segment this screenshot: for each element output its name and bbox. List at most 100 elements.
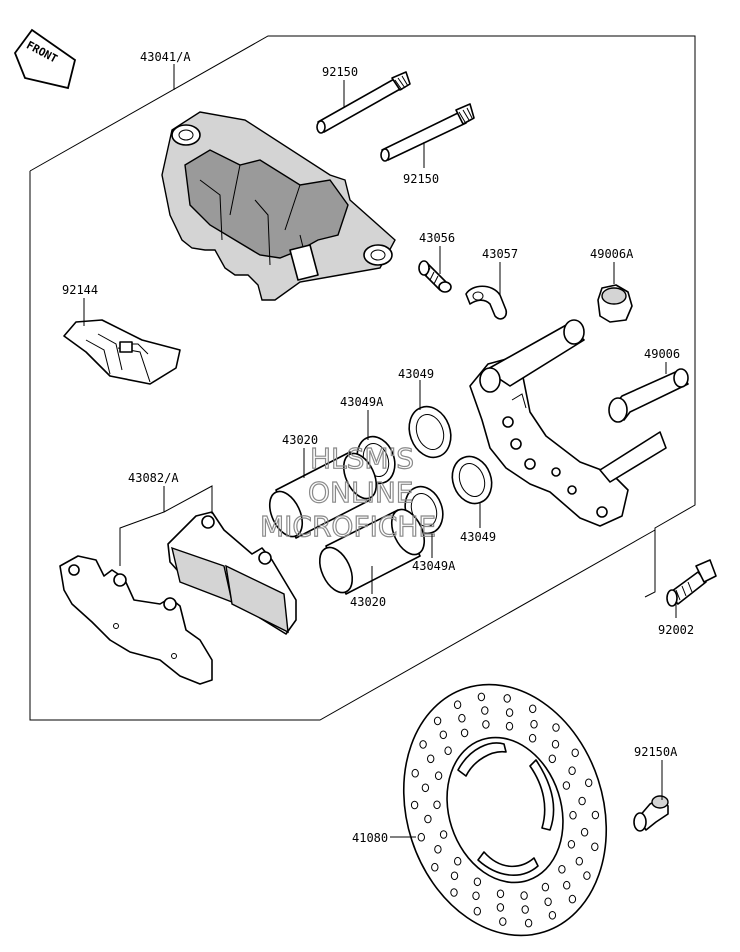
disc-hole — [548, 911, 557, 920]
disc-hole — [568, 766, 576, 776]
disc-hole — [567, 840, 576, 849]
disc-hole — [541, 882, 550, 892]
disc-hole — [548, 754, 556, 764]
disc-hole — [477, 692, 486, 702]
disc-hole — [431, 862, 439, 872]
callout-92150-upper: 92150 — [322, 65, 358, 79]
assembly-frame-lower — [29, 171, 656, 721]
disc-hole — [578, 796, 586, 806]
disc-hole — [473, 906, 481, 916]
disc-hole — [434, 845, 442, 854]
caliper-bracket — [469, 319, 667, 527]
disc-hole — [410, 800, 419, 810]
disc-hole — [521, 905, 529, 914]
disc-hole — [482, 720, 490, 729]
disc-hole — [421, 783, 430, 793]
callout-43057: 43057 — [482, 247, 518, 261]
disc-hole — [591, 810, 600, 820]
pin-lower — [380, 103, 475, 162]
disc-hole — [439, 830, 448, 839]
callout-43049a-lower: 43049A — [412, 559, 456, 573]
disc-hole — [568, 894, 577, 904]
disc-hole — [544, 897, 552, 907]
disc-hole — [505, 708, 514, 717]
disc-hole — [434, 771, 443, 781]
disc-hole — [417, 832, 425, 842]
callout-43020-lower: 43020 — [350, 595, 386, 609]
disc-hole — [562, 781, 571, 790]
bleeder-valve — [418, 260, 452, 293]
callout-41080: 41080 — [352, 831, 388, 845]
disc-hole — [530, 719, 538, 729]
assembly-frame — [29, 35, 696, 598]
piston-upper — [268, 451, 378, 539]
disc-hole — [529, 704, 537, 714]
callout-92150a: 92150A — [634, 745, 678, 759]
brake-disc — [402, 683, 608, 937]
disc-hole — [499, 917, 507, 926]
bushing-a — [597, 284, 633, 323]
disc-hole — [520, 891, 528, 900]
watermark-line1: HLSM'S — [310, 442, 414, 475]
brake-pad-outer — [59, 555, 213, 685]
disc-hole — [580, 827, 589, 837]
seal-43049-lower — [451, 455, 493, 505]
piston-lower — [318, 508, 426, 595]
seal-43049 — [408, 405, 452, 459]
disc-hole — [472, 891, 480, 901]
disc-hole — [424, 814, 432, 824]
callout-43020-upper: 43020 — [282, 433, 318, 447]
disc-hole — [591, 842, 599, 852]
front-arrow-icon: FRONT — [13, 28, 77, 90]
disc-hole — [450, 871, 459, 881]
bleeder-cap — [465, 285, 508, 320]
disc-hole — [473, 877, 482, 887]
disc-hole — [453, 700, 462, 710]
disc-hole — [433, 800, 441, 810]
disc-hole — [450, 888, 458, 897]
disc-hole — [585, 778, 593, 788]
disc-hole — [551, 739, 560, 749]
disc-hole — [439, 730, 447, 740]
callout-92002: 92002 — [658, 623, 694, 637]
disc-hole — [558, 865, 566, 874]
disc-hole — [575, 856, 583, 866]
callout-43049-lower: 43049 — [460, 530, 496, 544]
disc-hole — [496, 889, 505, 899]
callout-43056: 43056 — [419, 231, 455, 245]
disc-hole — [411, 768, 419, 778]
disc-hole — [481, 706, 489, 715]
disc-hole — [454, 856, 462, 866]
brake-pad-inner — [167, 511, 297, 635]
watermark: HLSM'S ONLINE MICROFICHE — [259, 441, 436, 543]
callout-labels: 43041/A 92150 92150 43056 43057 49006A 4… — [62, 50, 694, 845]
watermark-line2: ONLINE — [308, 476, 413, 509]
disc-hole — [503, 694, 511, 703]
pin-upper — [316, 71, 411, 134]
callout-43041a: 43041/A — [140, 50, 191, 64]
disc-holes — [410, 692, 600, 928]
disc-hole — [419, 740, 427, 749]
callout-43049a-upper: 43049A — [340, 395, 384, 409]
callout-49006a: 49006A — [590, 247, 634, 261]
disc-hole — [524, 918, 533, 928]
pad-spring — [63, 319, 181, 385]
disc-hole — [528, 733, 537, 743]
disc-hole — [571, 748, 579, 758]
disc-hole — [458, 713, 466, 723]
callout-43049-upper: 43049 — [398, 367, 434, 381]
bushing — [608, 368, 689, 423]
callout-92144: 92144 — [62, 283, 98, 297]
callout-49006: 49006 — [644, 347, 680, 361]
disc-hole — [427, 754, 435, 764]
bolt-92002 — [666, 559, 717, 607]
disc-bolt — [633, 795, 669, 832]
callout-43082a: 43082/A — [128, 471, 179, 485]
caliper-body — [161, 111, 396, 301]
disc-hole — [552, 723, 560, 732]
disc-hole — [569, 810, 577, 820]
watermark-line3: MICROFICHE — [260, 510, 436, 543]
disc-hole — [563, 880, 571, 890]
